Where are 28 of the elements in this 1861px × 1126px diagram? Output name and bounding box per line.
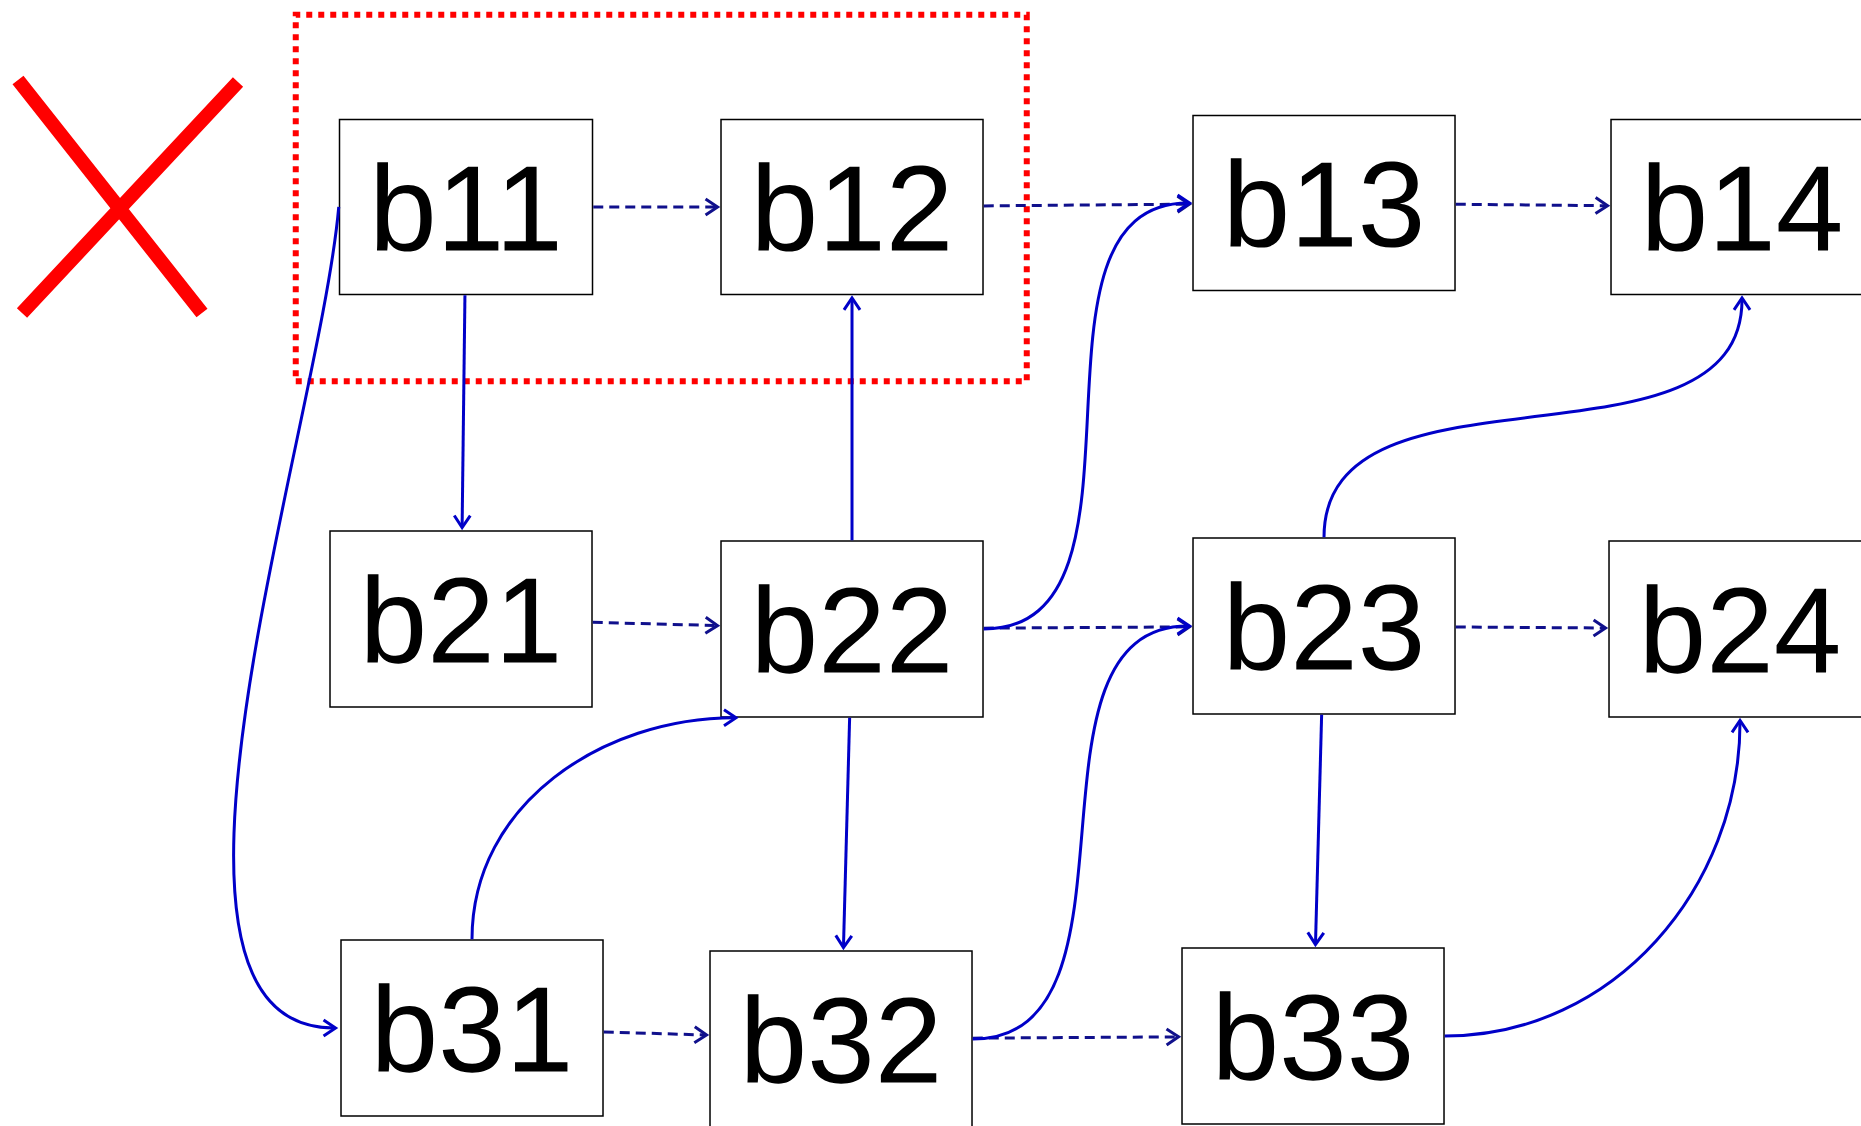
arrow — [1322, 295, 1752, 538]
arrow — [592, 616, 721, 635]
process-box: b13 — [1192, 114, 1456, 292]
process-box: b22 — [720, 540, 984, 718]
arrow — [1306, 714, 1325, 948]
arrow — [1444, 717, 1750, 1038]
arrow — [453, 295, 472, 531]
arrow — [983, 194, 1193, 214]
arrow — [972, 616, 1193, 1041]
process-box: b23 — [1192, 537, 1456, 715]
process-box: b24 — [1608, 540, 1861, 718]
arrow — [834, 717, 853, 951]
arrow — [470, 708, 739, 940]
process-box: b11 — [338, 118, 594, 296]
process-box: b21 — [329, 530, 593, 708]
arrow — [603, 1025, 710, 1044]
process-box: b14 — [1610, 118, 1861, 296]
group-frame — [292, 11, 1030, 385]
process-box: b32 — [709, 950, 973, 1126]
process-box: b12 — [720, 118, 984, 296]
arrow — [842, 295, 862, 541]
process-box: b31 — [340, 939, 604, 1117]
arrow — [1455, 618, 1609, 638]
process-box: b33 — [1181, 947, 1445, 1125]
arrow — [1455, 196, 1611, 215]
arrow — [983, 193, 1193, 631]
arrow — [593, 197, 721, 217]
arrow — [232, 206, 341, 1038]
